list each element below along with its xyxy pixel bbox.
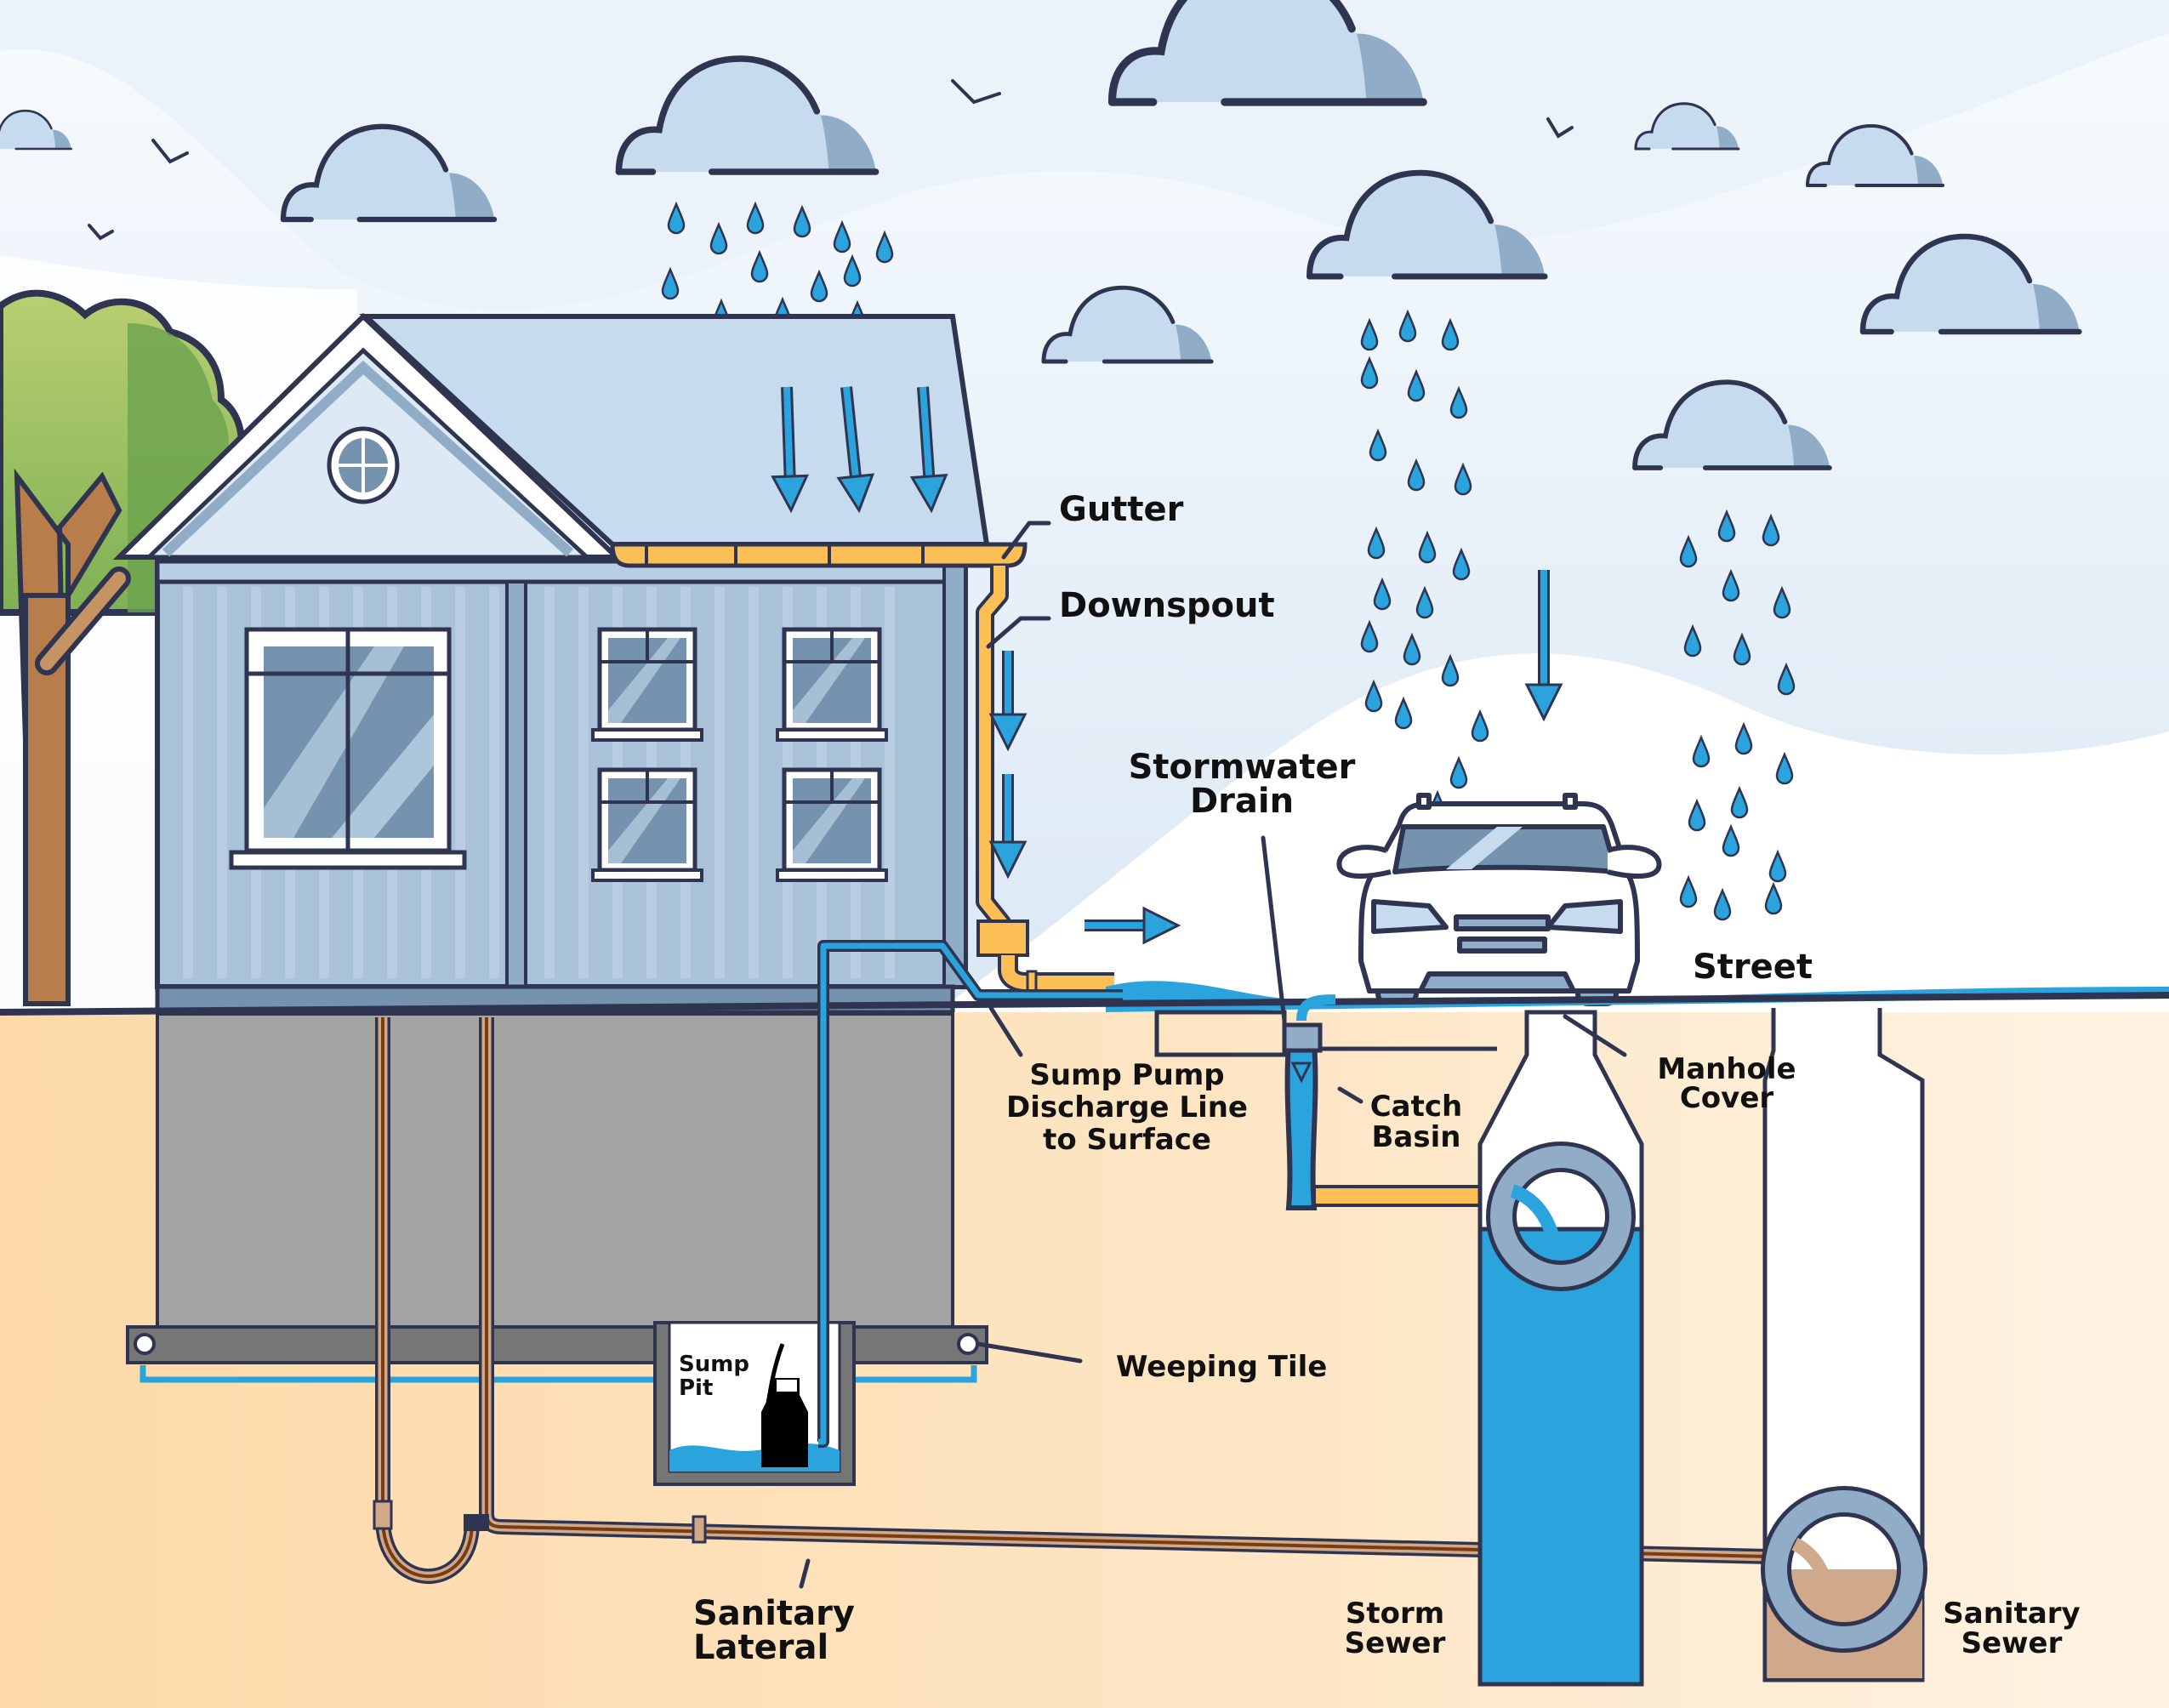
gutter-leader xyxy=(1001,521,1051,560)
label-manhole-cover-line2: Cover xyxy=(1680,1081,1774,1115)
car-icon xyxy=(1336,793,1662,1006)
sump-discharge-leader xyxy=(988,1005,1023,1057)
house-icon xyxy=(112,312,990,1015)
label-sanitary-lateral-line2: Lateral xyxy=(693,1628,828,1667)
label-catch-basin-line2: Basin xyxy=(1372,1120,1461,1154)
weeping-tile-pipe xyxy=(134,1333,156,1355)
window xyxy=(591,767,703,882)
label-stormwater-drain-line1: Stormwater xyxy=(1129,748,1356,787)
label-sump-discharge-line1: Sump Pump xyxy=(1029,1058,1224,1092)
label-downspout: Downspout xyxy=(1059,586,1275,625)
flow-arrow-icon xyxy=(988,651,1028,752)
downspout xyxy=(976,566,1114,995)
sanitary-lateral-leader xyxy=(799,1558,811,1589)
label-sump-discharge-line2: Discharge Line xyxy=(1006,1090,1248,1124)
label-street: Street xyxy=(1693,948,1813,987)
flow-arrow-icon xyxy=(771,386,809,514)
foundation xyxy=(126,1012,988,1383)
label-sump-discharge-line3: to Surface xyxy=(1043,1123,1211,1157)
label-weeping-tile: Weeping Tile xyxy=(1116,1350,1327,1384)
stormwater-drain-leader xyxy=(1261,835,1287,1023)
label-sanitary-sewer-line1: Sanitary xyxy=(1943,1597,2080,1631)
gutter xyxy=(610,542,1028,568)
label-sanitary-lateral-line1: Sanitary xyxy=(693,1594,855,1633)
label-manhole-cover-line1: Manhole xyxy=(1657,1052,1796,1086)
label-storm-sewer-line2: Sewer xyxy=(1345,1626,1446,1660)
bird-icon xyxy=(88,224,114,241)
weeping-tile-pipe xyxy=(957,1333,979,1355)
flow-arrow-icon xyxy=(836,386,875,514)
weeping-tile-leader xyxy=(976,1341,1083,1364)
window xyxy=(776,627,888,742)
catch-basin-leader xyxy=(1337,1086,1363,1104)
manhole-cover-leader xyxy=(1563,1014,1627,1057)
flow-arrow-icon xyxy=(1084,906,1181,945)
label-sump-pit-line1: Sump xyxy=(679,1352,749,1377)
label-sump-pit-line2: Pit xyxy=(679,1375,713,1401)
flow-arrow-icon xyxy=(1524,570,1563,722)
ground-line xyxy=(0,992,2169,1016)
catch-basin xyxy=(1154,994,1497,1210)
label-sanitary-sewer-line2: Sewer xyxy=(1961,1626,2063,1660)
label-catch-basin-line1: Catch xyxy=(1370,1090,1463,1124)
label-storm-sewer-line1: Storm xyxy=(1346,1597,1444,1631)
flow-arrow-icon xyxy=(909,386,948,514)
downspout-leader xyxy=(986,616,1051,649)
bird-icon xyxy=(951,79,1001,105)
storm-sewer xyxy=(1477,1010,1644,1687)
window xyxy=(776,767,888,882)
sanitary-lateral xyxy=(373,1017,1770,1585)
window xyxy=(591,627,703,742)
label-gutter: Gutter xyxy=(1059,490,1184,529)
sky-wave xyxy=(0,0,2169,310)
sanitary-sewer xyxy=(1761,1008,1927,1682)
bird-icon xyxy=(1546,117,1574,139)
flow-arrows xyxy=(771,386,1563,945)
bird-icon xyxy=(151,139,189,164)
label-stormwater-drain-line2: Drain xyxy=(1190,782,1294,821)
flow-arrow-icon xyxy=(988,774,1028,880)
sump-pump-icon xyxy=(761,1343,808,1467)
